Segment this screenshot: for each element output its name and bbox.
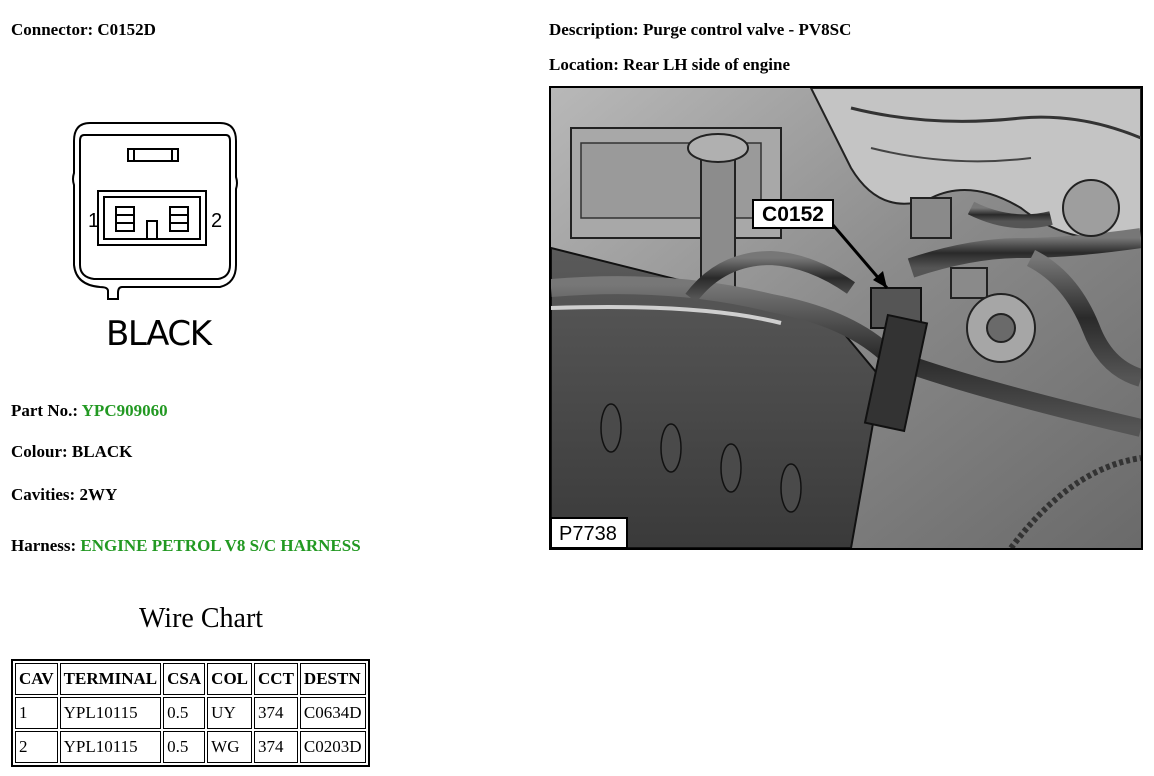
- part-no-line: Part No.: YPC909060: [11, 401, 168, 421]
- table-row: 1 YPL10115 0.5 UY 374 C0634D: [15, 697, 366, 729]
- engine-location-photo: C0152 P7738: [549, 86, 1143, 550]
- cell-cav: 2: [15, 731, 58, 763]
- cell-cct: 374: [254, 731, 298, 763]
- header-cct: CCT: [254, 663, 298, 695]
- drawing-colour-caption: BLACK: [106, 314, 214, 354]
- header-cav: CAV: [15, 663, 58, 695]
- photo-figure-id: P7738: [559, 523, 617, 545]
- description-line: Description: Purge control valve - PV8SC: [549, 20, 851, 40]
- colour-value: BLACK: [71, 442, 133, 461]
- header-terminal: TERMINAL: [59, 663, 162, 695]
- pin-1-number: 1: [88, 210, 99, 232]
- cavities-line: Cavities: 2WY: [11, 485, 117, 505]
- cell-cav: 1: [15, 697, 58, 729]
- part-no-label: Part No.:: [11, 401, 79, 420]
- table-row: 2 YPL10115 0.5 WG 374 C0203D: [15, 731, 366, 763]
- cell-col: UY: [207, 697, 253, 729]
- location-value: Rear LH side of engine: [623, 55, 790, 74]
- cell-col: WG: [207, 731, 253, 763]
- header-col: COL: [207, 663, 253, 695]
- cell-terminal: YPL10115: [59, 697, 162, 729]
- cell-csa: 0.5: [163, 731, 206, 763]
- part-no-link[interactable]: YPC909060: [81, 401, 168, 420]
- engine-photo-illustration: C0152 P7738: [551, 88, 1141, 548]
- colour-line: Colour: BLACK: [11, 442, 132, 462]
- pin-2-number: 2: [211, 210, 222, 232]
- photo-callout-label: C0152: [762, 203, 824, 226]
- wire-chart-title: Wire Chart: [139, 603, 264, 634]
- cell-destn: C0203D: [299, 731, 366, 763]
- connector-face-drawing: 1 2 BLACK: [72, 122, 238, 354]
- cell-csa: 0.5: [163, 697, 206, 729]
- location-line: Location: Rear LH side of engine: [549, 55, 790, 75]
- header-csa: CSA: [163, 663, 206, 695]
- harness-label: Harness:: [11, 536, 77, 555]
- location-label: Location:: [549, 55, 619, 74]
- cavities-label: Cavities:: [11, 485, 76, 504]
- cell-destn: C0634D: [299, 697, 366, 729]
- connector-label: Connector:: [11, 20, 94, 39]
- header-destn: DESTN: [299, 663, 366, 695]
- harness-line: Harness: ENGINE PETROL V8 S/C HARNESS: [11, 536, 361, 556]
- colour-label: Colour:: [11, 442, 68, 461]
- wire-chart-header-row: CAV TERMINAL CSA COL CCT DESTN: [15, 663, 366, 695]
- description-label: Description:: [549, 20, 639, 39]
- connector-line: Connector: C0152D: [11, 20, 156, 40]
- cell-cct: 374: [254, 697, 298, 729]
- cavities-value: 2WY: [79, 485, 118, 504]
- cell-terminal: YPL10115: [59, 731, 162, 763]
- description-value: Purge control valve - PV8SC: [642, 20, 852, 39]
- wire-chart-table: CAV TERMINAL CSA COL CCT DESTN 1 YPL1011…: [11, 659, 370, 767]
- harness-link[interactable]: ENGINE PETROL V8 S/C HARNESS: [80, 536, 361, 555]
- connector-value: C0152D: [97, 20, 156, 39]
